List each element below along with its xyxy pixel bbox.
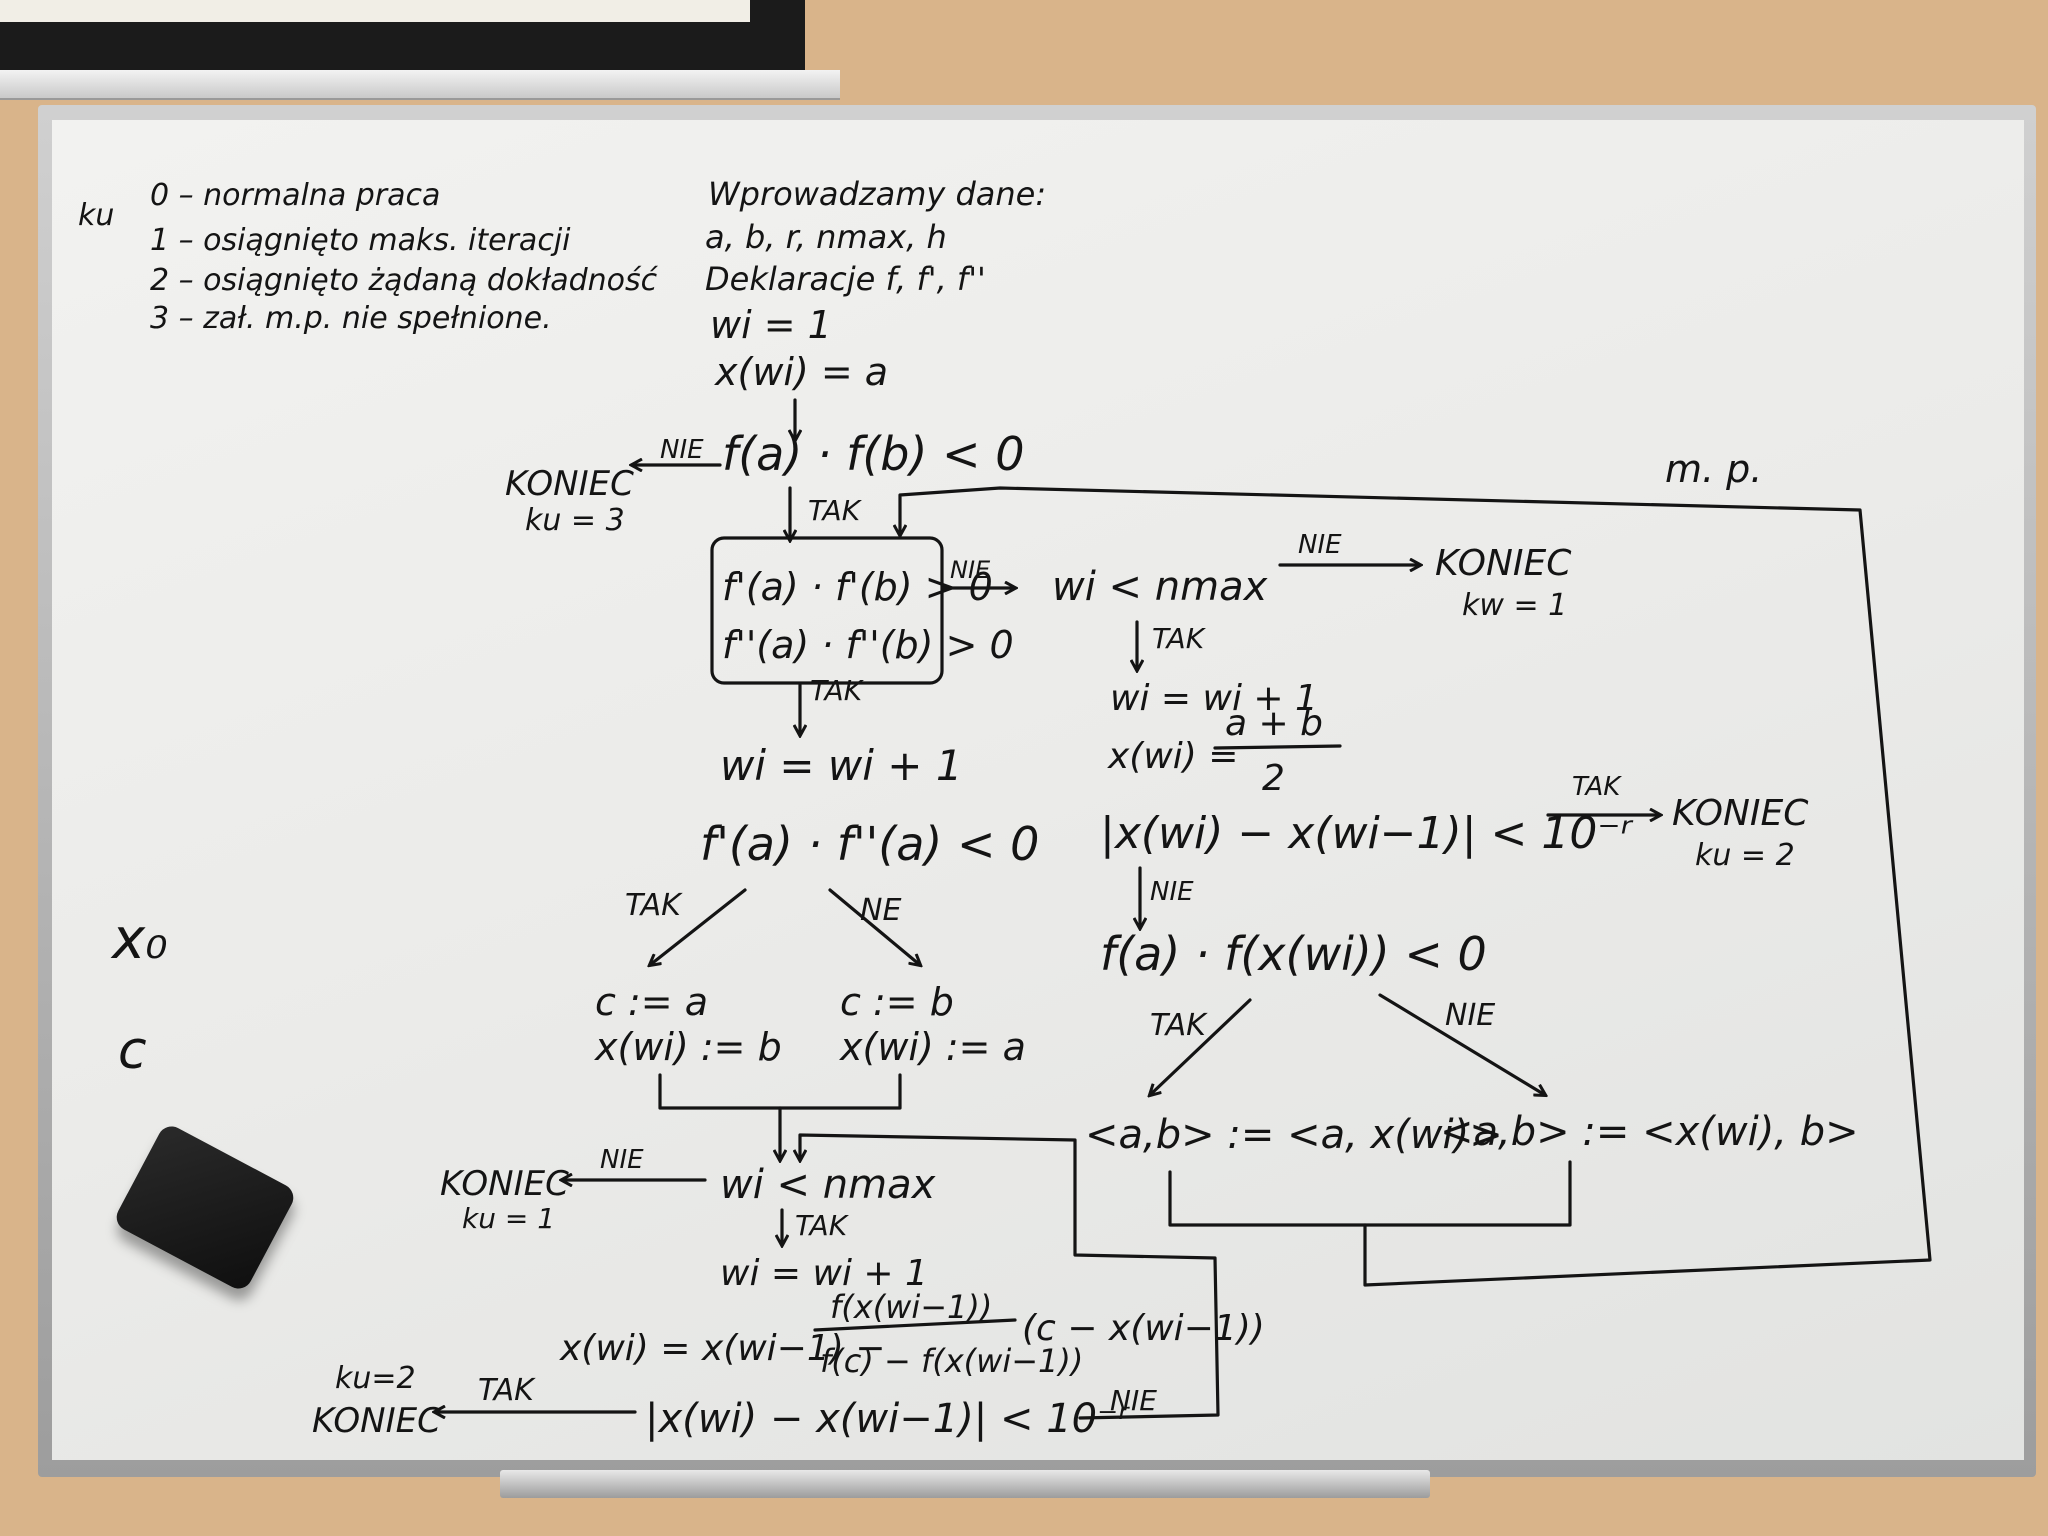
legend-code-1: 1 – osiągnięto maks. iteracji: [150, 223, 571, 258]
cond-main: f(a) · f(b) < 0: [722, 427, 1024, 481]
right-loop-back-line: [900, 486, 1932, 1287]
right-merge-bracket: [1168, 1160, 1572, 1227]
arrow-left-yes: [650, 888, 747, 965]
margin-c: c: [118, 1021, 147, 1081]
right-mid-den: 2: [1262, 758, 1285, 799]
left-case-yes-1: c := a: [595, 980, 708, 1024]
right-end-ku1-code: kw = 1: [1462, 588, 1567, 623]
right-loop-cond: wi < nmax: [1052, 564, 1268, 610]
secant-lhs: x(wi) = x(wi−1) −: [559, 1328, 885, 1369]
marker-tray: [500, 1470, 1430, 1498]
left-cond: f'(a) · f''(a) < 0: [700, 817, 1039, 871]
cond-box: [710, 536, 944, 685]
right-stop-cond: |x(wi) − x(wi−1)| < 10⁻ʳ: [1100, 808, 1634, 859]
inputs-line-2: a, b, r, nmax, h: [705, 218, 947, 256]
right-end-ku2-code: ku = 2: [1695, 838, 1795, 873]
left-incr2: wi = wi + 1: [720, 1253, 928, 1294]
right-end-ku2-label: KONIEC: [1672, 793, 1809, 834]
label-box-yes: TAK: [810, 674, 865, 707]
legend-code-2: 2 – osiągnięto żądaną dokładność: [150, 263, 659, 298]
left-incr: wi = wi + 1: [720, 741, 963, 790]
legend-code-3: 3 – zał. m.p. nie spełnione.: [150, 301, 552, 336]
left-loop-label-yes: TAK: [795, 1209, 850, 1242]
right-mid-lhs: x(wi) =: [1107, 736, 1238, 777]
projector-screen-housing: [0, 0, 805, 70]
left-stop-cond: |x(wi) − x(wi−1)| < 10⁻ʳ: [645, 1396, 1130, 1442]
right-sign-cond: f(a) · f(x(wi)) < 0: [1100, 927, 1487, 981]
right-stop-label-no: NIE: [1150, 877, 1194, 907]
right-stop-label-yes: TAK: [1572, 772, 1622, 802]
legend-code-0: 0 – normalna praca: [150, 178, 440, 213]
left-label-yes: TAK: [625, 888, 683, 923]
right-case-yes: <a,b> := <a, x(wi)>: [1085, 1112, 1503, 1158]
left-end-ku1-code: ku = 1: [462, 1202, 555, 1235]
left-end-ku2-code: ku=2: [335, 1361, 416, 1396]
secant-fraction-bar: [813, 1318, 1017, 1332]
legend-key: ku: [78, 198, 114, 233]
secant-num: f(x(wi−1)): [830, 1288, 992, 1326]
end-ku3-code: ku = 3: [525, 503, 625, 538]
left-end-ku1-label: KONIEC: [440, 1164, 569, 1204]
left-stop-label-yes: TAK: [478, 1373, 536, 1408]
label-main-yes: TAK: [808, 494, 863, 527]
left-loop-cond: wi < nmax: [720, 1162, 936, 1208]
right-case-no: <a,b> := <x(wi), b>: [1440, 1109, 1859, 1155]
left-end-ku2-label: KONIEC: [312, 1401, 441, 1441]
right-mid-fraction-bar: [1213, 744, 1342, 750]
projector-screen: [0, 0, 750, 22]
arrow-left-no: [828, 888, 920, 965]
init-x: x(wi) = a: [714, 350, 888, 394]
cond-box-line-2: f''(a) · f''(b) > 0: [722, 623, 1014, 667]
arrow-right-sign-no: [1378, 993, 1545, 1095]
whiteboard: [52, 120, 2024, 1460]
left-merge-bracket: [658, 1073, 902, 1110]
left-loop-back-line: [800, 1133, 1220, 1420]
right-mid-num: a + b: [1225, 703, 1323, 744]
inputs-line-3: Deklaracje f, f', f'': [705, 260, 986, 298]
right-sign-label-no: NIE: [1445, 998, 1495, 1033]
projector-screen-bar: [0, 70, 840, 100]
mp-label: m. p.: [1665, 447, 1762, 491]
secant-tail: (c − x(wi−1)): [1022, 1308, 1265, 1349]
inputs-line-1: Wprowadzamy dane:: [708, 175, 1046, 213]
left-loop-label-no: NIE: [600, 1145, 644, 1175]
left-label-no: NE: [860, 893, 901, 928]
init-wi: wi = 1: [710, 303, 832, 347]
end-ku3-label: KONIEC: [505, 464, 634, 504]
right-end-ku1-label: KONIEC: [1435, 543, 1572, 584]
secant-den: f(c) − f(x(wi−1)): [820, 1342, 1083, 1380]
arrow-right-sign-yes: [1150, 998, 1252, 1095]
left-case-no-1: c := b: [840, 980, 954, 1024]
left-stop-label-no: NIE: [1110, 1384, 1157, 1417]
label-main-no: NIE: [660, 435, 704, 465]
right-loop-label-no: NIE: [1298, 530, 1342, 560]
right-sign-label-yes: TAK: [1150, 1008, 1208, 1043]
right-loop-label-yes: TAK: [1152, 622, 1207, 655]
left-case-yes-2: x(wi) := b: [594, 1025, 782, 1069]
right-incr: wi = wi + 1: [1110, 678, 1318, 719]
left-case-no-2: x(wi) := a: [839, 1025, 1026, 1069]
label-box-no: NIE: [950, 556, 991, 584]
margin-x0: x₀: [110, 907, 168, 972]
